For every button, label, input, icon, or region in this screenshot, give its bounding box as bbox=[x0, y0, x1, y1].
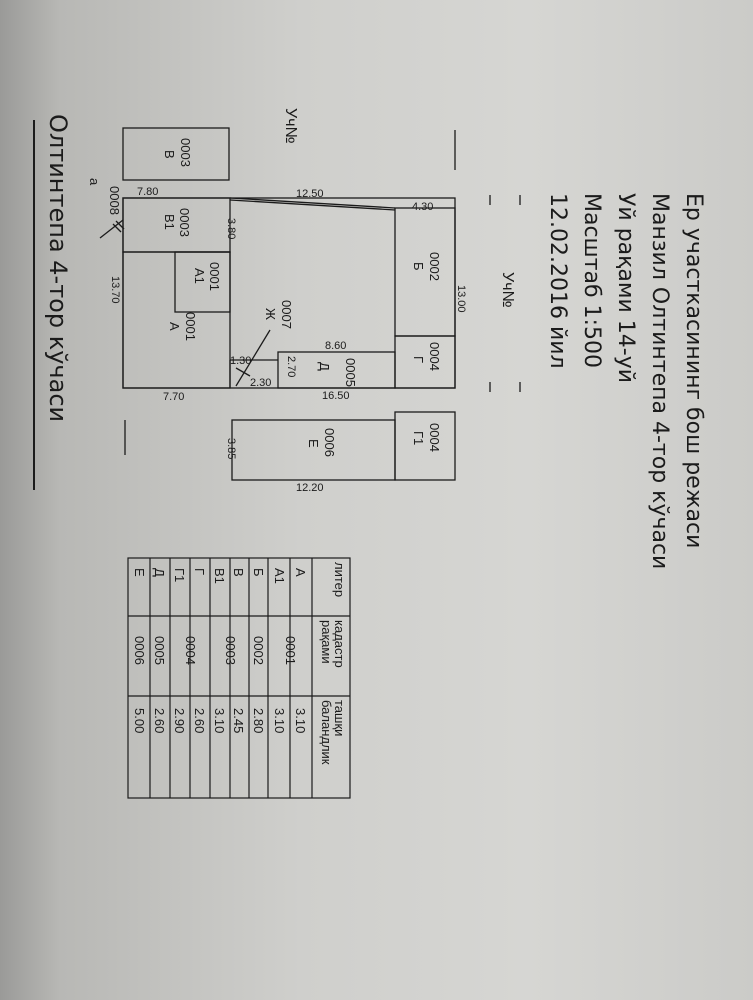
row-e-liter: Е bbox=[132, 568, 147, 577]
table-header-cadastre: кадастр рақами bbox=[319, 620, 347, 668]
row-a1-height: 3.10 bbox=[272, 708, 287, 734]
letter-g: Г bbox=[411, 356, 426, 363]
letter-e: Е bbox=[306, 439, 321, 448]
dim-16-50: 16.50 bbox=[322, 390, 350, 402]
code-0001-a: 0001 bbox=[183, 312, 198, 341]
row-d-liter: Д bbox=[152, 568, 167, 577]
neighbor-label-right: Уч№ bbox=[499, 272, 516, 308]
dim-7-70: 7.70 bbox=[163, 391, 184, 403]
table-header-height: ташқи баландлик bbox=[319, 700, 347, 765]
letter-a: А bbox=[167, 322, 182, 331]
row-e-code: 0006 bbox=[132, 636, 147, 665]
dim-3-80: 3.80 bbox=[225, 218, 237, 239]
row-a-code: 0001 bbox=[283, 636, 298, 665]
letter-v: В bbox=[162, 150, 177, 159]
table-header-liter: литер bbox=[332, 562, 347, 598]
row-v1-height: 3.10 bbox=[212, 708, 227, 734]
building-e bbox=[231, 419, 396, 481]
dim-3-85: 3.85 bbox=[225, 438, 237, 459]
building-d bbox=[277, 351, 396, 389]
building-v bbox=[122, 127, 230, 181]
row-g-height: 2.60 bbox=[192, 708, 207, 734]
row-v1-liter: В1 bbox=[212, 568, 227, 584]
row-e-height: 5.00 bbox=[132, 708, 147, 734]
code-0002: 0002 bbox=[427, 252, 442, 281]
row-g1-code: 0004 bbox=[183, 636, 198, 665]
code-0004-g: 0004 bbox=[427, 342, 442, 371]
letter-g1: Г1 bbox=[411, 431, 426, 445]
row-b-height: 2.80 bbox=[251, 708, 266, 734]
code-0007: 0007 bbox=[279, 300, 294, 329]
row-a-height: 3.10 bbox=[293, 708, 308, 734]
row-g1-height: 2.90 bbox=[172, 708, 187, 734]
row-a-liter: А bbox=[293, 568, 308, 577]
row-g-liter: Г bbox=[192, 568, 207, 576]
row-b-liter: Б bbox=[251, 568, 266, 577]
row-v-height: 2.45 bbox=[231, 708, 246, 734]
code-0004-g1: 0004 bbox=[427, 423, 442, 452]
dim-13-70: 13.70 bbox=[109, 276, 121, 304]
dim-7-80: 7.80 bbox=[137, 186, 158, 198]
row-b-code: 0002 bbox=[251, 636, 266, 665]
letter-a-gate: а bbox=[87, 178, 102, 186]
row-v1-code: 0003 bbox=[223, 636, 238, 665]
letter-d: Д bbox=[317, 362, 332, 371]
building-v1 bbox=[122, 197, 231, 253]
letter-v1: В1 bbox=[162, 214, 177, 230]
dim-12-50: 12.50 bbox=[296, 188, 324, 200]
dim-13-00: 13.00 bbox=[455, 285, 467, 313]
dim-8-60: 8.60 bbox=[325, 340, 346, 352]
dim-12-20: 12.20 bbox=[296, 482, 324, 494]
dim-1-30: 1.30 bbox=[230, 355, 251, 367]
code-0005: 0005 bbox=[343, 358, 358, 387]
dim-2-30: 2.30 bbox=[250, 377, 271, 389]
dim-4-30: 4.30 bbox=[412, 201, 433, 213]
code-0003-v: 0003 bbox=[178, 138, 193, 167]
row-d-code: 0005 bbox=[152, 636, 167, 665]
code-0001-a1: 0001 bbox=[207, 262, 222, 291]
letter-b: Б bbox=[411, 262, 426, 271]
code-0003-v1: 0003 bbox=[177, 208, 192, 237]
row-v-liter: В bbox=[231, 568, 246, 577]
row-g1-liter: Г1 bbox=[172, 568, 187, 583]
code-0006: 0006 bbox=[322, 428, 337, 457]
row-a1-liter: А1 bbox=[272, 568, 287, 584]
neighbor-label-left: Уч№ bbox=[282, 108, 299, 144]
street-rule bbox=[33, 120, 35, 490]
row-d-height: 2.60 bbox=[152, 708, 167, 734]
code-0008: 0008 bbox=[107, 186, 122, 215]
dim-2-70: 2.70 bbox=[285, 356, 297, 377]
letter-a1: А1 bbox=[192, 268, 207, 284]
letter-zh: Ж bbox=[263, 308, 278, 320]
